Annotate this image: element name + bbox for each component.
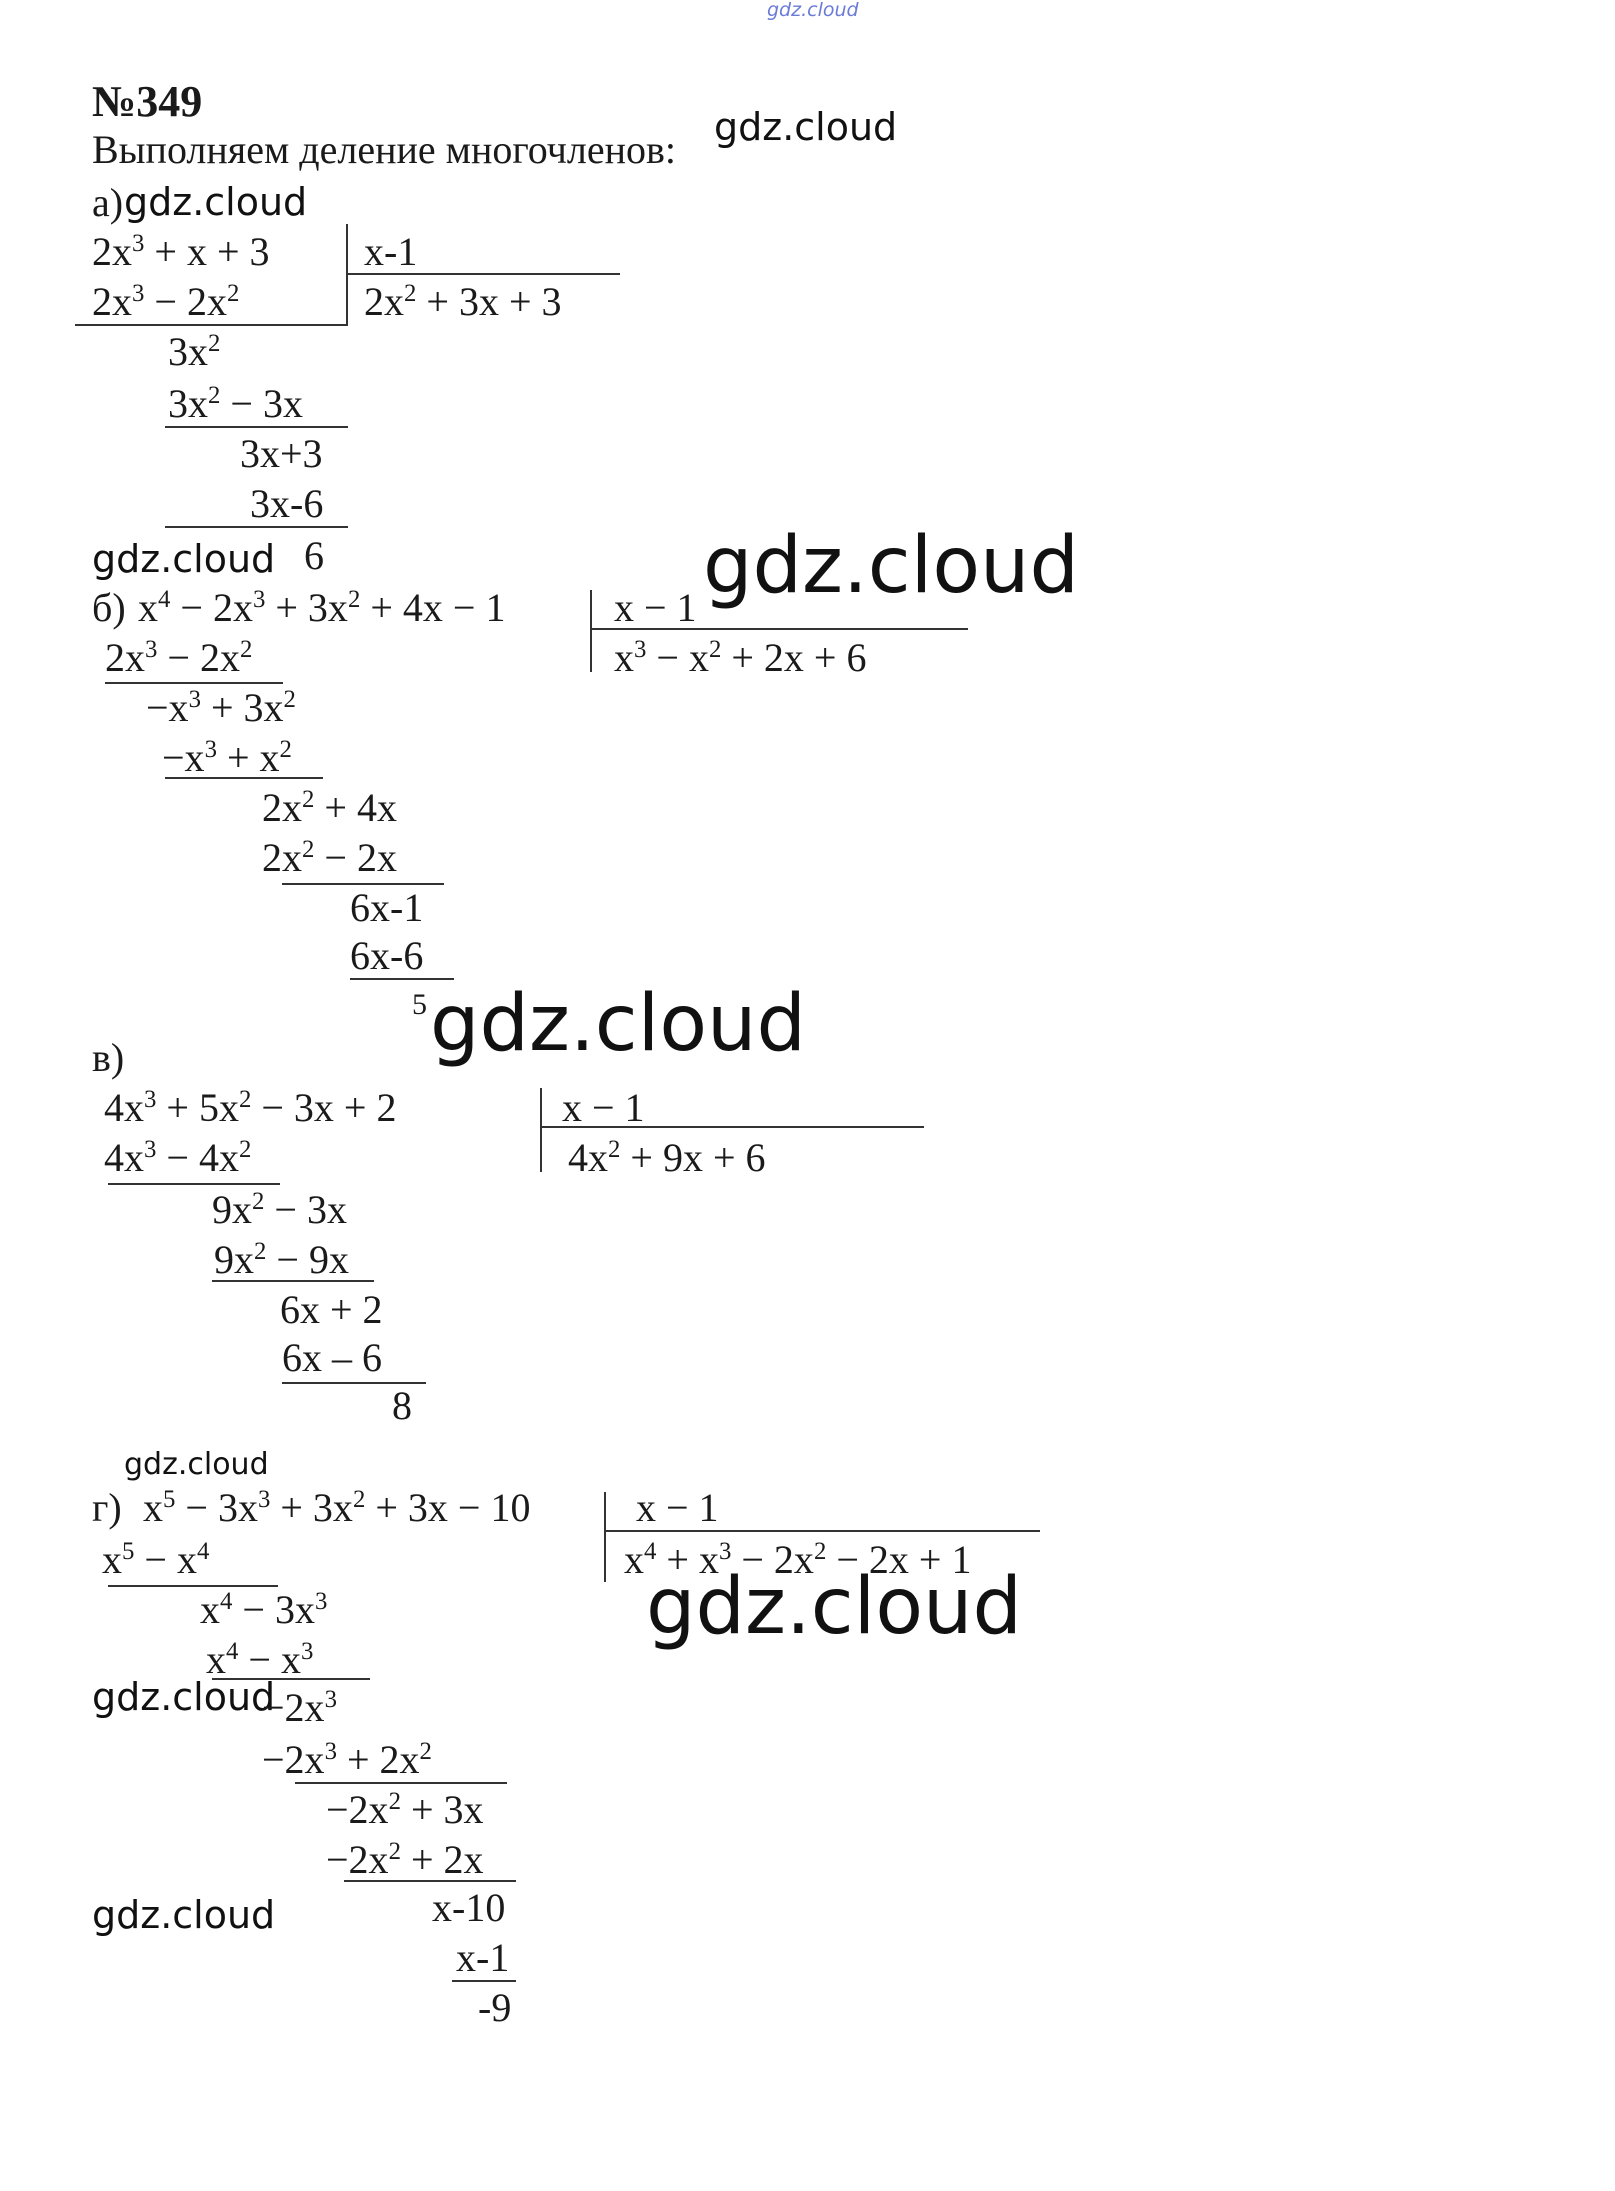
part-c-step-line — [108, 1183, 280, 1185]
part-b-step: 6x-6 — [350, 933, 424, 978]
part-c-step: 9x2 − 9x — [214, 1237, 349, 1282]
part-c-step: 4x3 − 4x2 — [104, 1135, 252, 1180]
part-a-step-line — [165, 526, 348, 528]
part-b-divisor: x − 1 — [614, 585, 697, 630]
part-a-step: 3x2 — [168, 329, 221, 374]
part-a-step: 3x-6 — [250, 481, 324, 526]
part-b-step-line — [105, 682, 283, 684]
part-d-step: x4 − 3x3 — [200, 1587, 328, 1632]
part-c-step: 9x2 − 3x — [212, 1187, 347, 1232]
part-d-remainder: -9 — [478, 1985, 512, 2030]
part-d-divider-vertical — [604, 1492, 606, 1582]
part-d-step: −2x3 — [262, 1685, 337, 1730]
part-d-step-line — [295, 1782, 507, 1784]
part-b-step: −x3 + x2 — [162, 735, 292, 780]
part-a-label: а) — [92, 180, 124, 225]
part-d-step: −2x2 + 3x — [326, 1787, 484, 1832]
part-d-divisor: x − 1 — [636, 1485, 719, 1530]
part-a-step-line — [165, 426, 348, 428]
watermark: gdz.cloud — [92, 1675, 276, 1719]
watermark: gdz.cloud — [646, 1562, 1022, 1652]
part-c-divisor-line — [540, 1126, 924, 1128]
part-c-dividend: 4x3 + 5x2 − 3x + 2 — [104, 1085, 397, 1130]
part-c-step-line — [212, 1280, 374, 1282]
part-d-step: −2x3 + 2x2 — [262, 1737, 432, 1782]
part-d-step: x-10 — [432, 1885, 506, 1930]
part-a-divisor: x-1 — [364, 229, 418, 274]
watermark: gdz.cloud — [124, 1447, 269, 1482]
watermark: gdz.cloud — [92, 1893, 276, 1937]
part-b-quotient: x3 − x2 + 2x + 6 — [614, 635, 867, 680]
part-a-divider-vertical — [346, 224, 348, 326]
watermark: gdz.cloud — [714, 105, 898, 149]
part-d-quotient: x4 + x3 − 2x2 − 2x + 1 — [624, 1537, 972, 1582]
part-c-step: 6x – 6 — [282, 1335, 382, 1380]
watermark: gdz.cloud — [92, 537, 276, 581]
part-b-step: 6x-1 — [350, 885, 424, 930]
part-b-step: 2x3 − 2x2 — [105, 635, 253, 680]
part-d-step-line — [344, 1880, 516, 1882]
part-d-step: x5 − x4 — [102, 1537, 210, 1582]
part-a-step: 3x+3 — [240, 431, 323, 476]
part-c-divisor: x − 1 — [562, 1085, 645, 1130]
part-a-step: 3x2 − 3x — [168, 381, 303, 426]
part-b-step-line — [282, 883, 444, 885]
watermark-top: gdz.cloud — [767, 0, 859, 21]
part-c-quotient: 4x2 + 9x + 6 — [568, 1135, 766, 1180]
part-c-divider-vertical — [540, 1088, 542, 1172]
part-d-step: x-1 — [456, 1935, 510, 1980]
part-b-divider-vertical — [590, 590, 592, 672]
problem-intro: Выполняем деление многочленов: — [92, 127, 676, 172]
part-c-remainder: 8 — [392, 1383, 412, 1428]
part-b-label: б) — [92, 585, 126, 630]
part-b-divisor-line — [590, 628, 968, 630]
part-d-step-line — [108, 1585, 278, 1587]
part-c-step: 6x + 2 — [280, 1287, 383, 1332]
part-b-remainder: 5 — [412, 988, 427, 1021]
watermark: gdz.cloud — [703, 521, 1079, 611]
part-d-step: −2x2 + 2x — [326, 1837, 484, 1882]
part-d-label: г) — [92, 1485, 122, 1530]
part-a-remainder: 6 — [304, 533, 324, 578]
part-a-step-line — [75, 324, 347, 326]
part-d-dividend: x5 − 3x3 + 3x2 + 3x − 10 — [143, 1485, 531, 1530]
problem-number: №349 — [92, 77, 203, 126]
part-d-divisor-line — [604, 1530, 1040, 1532]
watermark: gdz.cloud — [430, 979, 806, 1069]
part-c-step-line — [282, 1382, 426, 1384]
part-b-step: 2x2 − 2x — [262, 835, 397, 880]
part-a-step: 2x3 − 2x2 — [92, 279, 240, 324]
part-d-step-line — [212, 1678, 370, 1680]
part-a-dividend: 2x3 + x + 3 — [92, 229, 270, 274]
part-a-divisor-line — [346, 273, 620, 275]
part-a-quotient: 2x2 + 3x + 3 — [364, 279, 562, 324]
part-c-label: в) — [92, 1035, 125, 1080]
part-b-step-line — [350, 978, 454, 980]
part-b-dividend: x4 − 2x3 + 3x2 + 4x − 1 — [138, 585, 506, 630]
part-b-step: −x3 + 3x2 — [146, 685, 296, 730]
watermark: gdz.cloud — [124, 180, 308, 224]
part-b-step-line — [165, 777, 323, 779]
part-b-step: 2x2 + 4x — [262, 785, 397, 830]
part-d-step: x4 − x3 — [206, 1637, 314, 1682]
part-d-step-line — [452, 1980, 516, 1982]
